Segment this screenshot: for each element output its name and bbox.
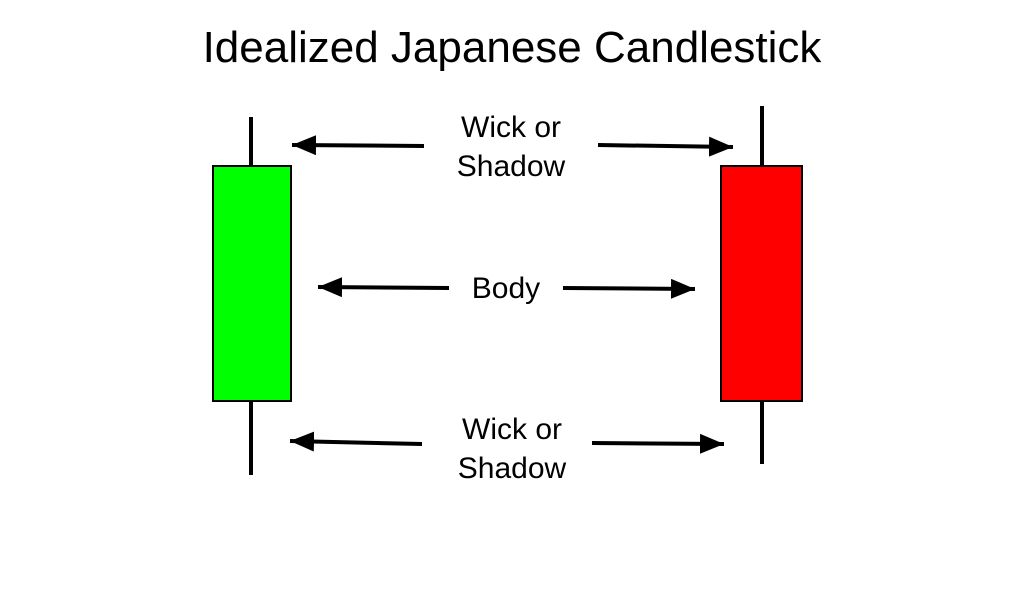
- arrow-body-left: [317, 277, 450, 298]
- bullish-candle: [212, 117, 292, 475]
- arrow-bottom-right: [591, 433, 725, 454]
- label-body: Body: [472, 272, 540, 305]
- arrow-body-right: [562, 278, 696, 299]
- arrow-top-left: [291, 135, 425, 156]
- bearish-candle: [720, 106, 803, 464]
- label-top-wick-line1: Wick or: [461, 111, 561, 144]
- label-top-wick-line2: Shadow: [457, 150, 566, 183]
- arrow-bottom-left: [289, 431, 423, 452]
- diagram-title: Idealized Japanese Candlestick: [203, 23, 823, 72]
- label-bottom-wick-line1: Wick or: [462, 413, 562, 446]
- label-bottom-wick-line2: Shadow: [458, 452, 567, 485]
- bearish-body: [720, 165, 803, 402]
- bullish-body: [212, 165, 292, 402]
- arrow-top-right: [597, 136, 734, 157]
